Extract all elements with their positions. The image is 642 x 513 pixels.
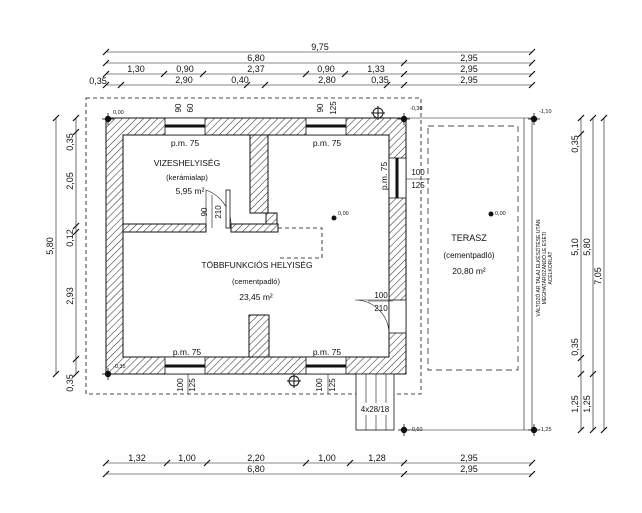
bath-wall-horizontal-left <box>122 223 207 233</box>
dim-top-r3-1: 1,30 <box>127 64 145 74</box>
note-line-1: VÁLTOZÓ AR TALAJ ELKÉSZÍTÉSE UTÁN <box>535 219 542 316</box>
dim-right-4: 1,25 <box>570 395 580 413</box>
level-bottom-left: -0,35 <box>113 364 126 370</box>
windows: p.m. 75 p.m. 75 p.m. 75 p.m. 75 p.m. 75 … <box>164 101 430 394</box>
terrace-area: 20,80 m² <box>452 266 486 276</box>
room-labels: VIZESHELYISÉG (kerámialap) 5,95 m² TÖBBF… <box>154 158 313 302</box>
window-label-bottom-left: p.m. 75 <box>173 347 202 357</box>
level-inner: 0,00 <box>338 211 349 217</box>
dim-top-r4-6: 2,95 <box>460 75 478 85</box>
bath-wall-horizontal-right <box>230 223 279 233</box>
pillar <box>248 314 270 358</box>
main-room-floor: (cementpadló) <box>232 277 280 286</box>
dim-left-5: 0,35 <box>65 374 75 392</box>
dim-bot-4: 1,00 <box>318 453 336 463</box>
win-tr-height: 125 <box>329 101 338 115</box>
bath-door-swing <box>205 189 232 229</box>
foundation-outline <box>85 97 422 395</box>
doors: 90 210 100 210 <box>200 189 407 335</box>
bath-area: 5,95 m² <box>176 186 205 196</box>
dim-top-r3-4: 0,90 <box>317 64 335 74</box>
dim-bot-2: 1,00 <box>178 453 196 463</box>
window-label-right: p.m. 75 <box>379 162 389 191</box>
level-bottom-mid: -0,60 <box>410 427 423 433</box>
dim-left-2: 2,05 <box>65 172 75 190</box>
main-room-name: TÖBBFUNKCIÓS HELYISÉG <box>201 260 312 270</box>
win-br-width: 100 <box>315 378 324 392</box>
dim-right-3: 0,35 <box>570 338 580 356</box>
dims-top: 9,75 6,80 2,95 1,30 0,90 2,37 0,90 1,33 … <box>89 42 536 89</box>
dim-top-r4-1: 0,35 <box>89 76 107 86</box>
dim-top-r4-4: 2,80 <box>318 75 336 85</box>
dim-building-width: 6,80 <box>247 53 265 63</box>
dim-right-inner-1: 5,80 <box>582 238 592 256</box>
terrace-inner-dashed <box>427 125 519 371</box>
dim-bot-terrace: 2,95 <box>460 464 478 474</box>
bath-name: VIZESHELYISÉG <box>154 158 220 168</box>
walls <box>105 117 407 375</box>
dim-bot-3: 2,20 <box>247 453 265 463</box>
note-line-2: MEGHATÁROZANDÓ LE ESETI <box>541 232 548 305</box>
level-terrace-corner: -1,10 <box>539 109 552 115</box>
bath-wall-vertical <box>249 134 269 214</box>
level-top-left: 0,00 <box>113 110 124 116</box>
terrace-floor: (cementpadló) <box>443 251 494 260</box>
dim-terrace-width: 2,95 <box>460 53 478 63</box>
level-top-right: -0,30 <box>410 106 423 112</box>
dim-top-r3-6: 2,95 <box>460 64 478 74</box>
dim-right-inner-2: 1,25 <box>582 395 592 413</box>
win-tl-height: 60 <box>186 103 195 112</box>
window-label-top-left: p.m. 75 <box>171 138 200 148</box>
win-tl-width: 90 <box>174 103 183 112</box>
dim-right-1: 0,35 <box>570 135 580 153</box>
dim-bot-6: 2,95 <box>460 453 478 463</box>
bath-door-height: 210 <box>214 205 223 219</box>
window-label-bottom-right: p.m. 75 <box>313 347 342 357</box>
dim-left-4: 2,93 <box>65 287 75 305</box>
dim-left-total: 5,80 <box>45 237 55 255</box>
terrace-outline <box>406 117 533 431</box>
dim-top-r3-5: 1,33 <box>367 64 385 74</box>
note-line-3: ACÉLKORLÁT <box>547 251 554 284</box>
terrace: TERASZ (cementpadló) 20,80 m² VÁLTOZÓ AR… <box>406 117 554 431</box>
dim-right-outer: 7,05 <box>593 267 603 285</box>
dim-top-r4-5: 0,35 <box>371 75 389 85</box>
level-bottom-right: -1,25 <box>539 427 552 433</box>
win-bl-width: 100 <box>176 378 185 392</box>
dims-left: 5,80 0,35 2,05 0,12 2,93 0,35 <box>45 114 80 392</box>
dim-top-r4-2: 2,90 <box>175 75 193 85</box>
window-label-top-right: p.m. 75 <box>313 138 342 148</box>
dim-top-r3-3: 2,37 <box>247 64 265 74</box>
stairs-label: 4x28/18 <box>361 405 390 414</box>
main-room-area: 23,45 m² <box>239 292 273 302</box>
level-markers: 0,00 -0,30 -1,10 -0,35 -0,60 -1,25 0,00 … <box>102 106 552 436</box>
entry-door-swing <box>354 299 390 335</box>
level-marker-icon <box>287 106 385 388</box>
dim-right-2: 5,10 <box>570 238 580 256</box>
terrace-name: TERASZ <box>451 233 487 243</box>
dim-left-1: 0,35 <box>65 133 75 151</box>
entry-door-height: 210 <box>374 304 388 313</box>
dim-bot-1: 1,32 <box>128 453 146 463</box>
bath-floor: (kerámialap) <box>166 173 208 182</box>
dim-bot-5: 1,28 <box>368 453 386 463</box>
win-r-width: 100 <box>411 168 425 177</box>
dim-top-r4-3: 0,40 <box>231 75 249 85</box>
dim-total-width: 9,75 <box>311 42 329 52</box>
win-r-height: 125 <box>411 181 425 190</box>
dim-bot-building: 6,80 <box>247 464 265 474</box>
dims-bottom: 1,32 1,00 2,20 1,00 1,28 2,95 6,80 2,95 <box>102 453 536 478</box>
win-tr-width: 90 <box>316 103 325 112</box>
fixture-outline <box>278 227 323 259</box>
level-terrace: 0,00 <box>495 211 506 217</box>
win-br-height: 125 <box>328 378 337 392</box>
dim-top-r3-2: 0,90 <box>176 64 194 74</box>
dims-right: 0,35 5,10 0,35 1,25 5,80 1,25 7,05 <box>570 114 608 434</box>
entry-door-width: 100 <box>374 291 388 300</box>
win-bl-height: 125 <box>188 378 197 392</box>
stairs: 4x28/18 <box>355 373 395 431</box>
bath-door-width: 90 <box>200 207 209 216</box>
dim-left-3: 0,12 <box>65 229 75 247</box>
